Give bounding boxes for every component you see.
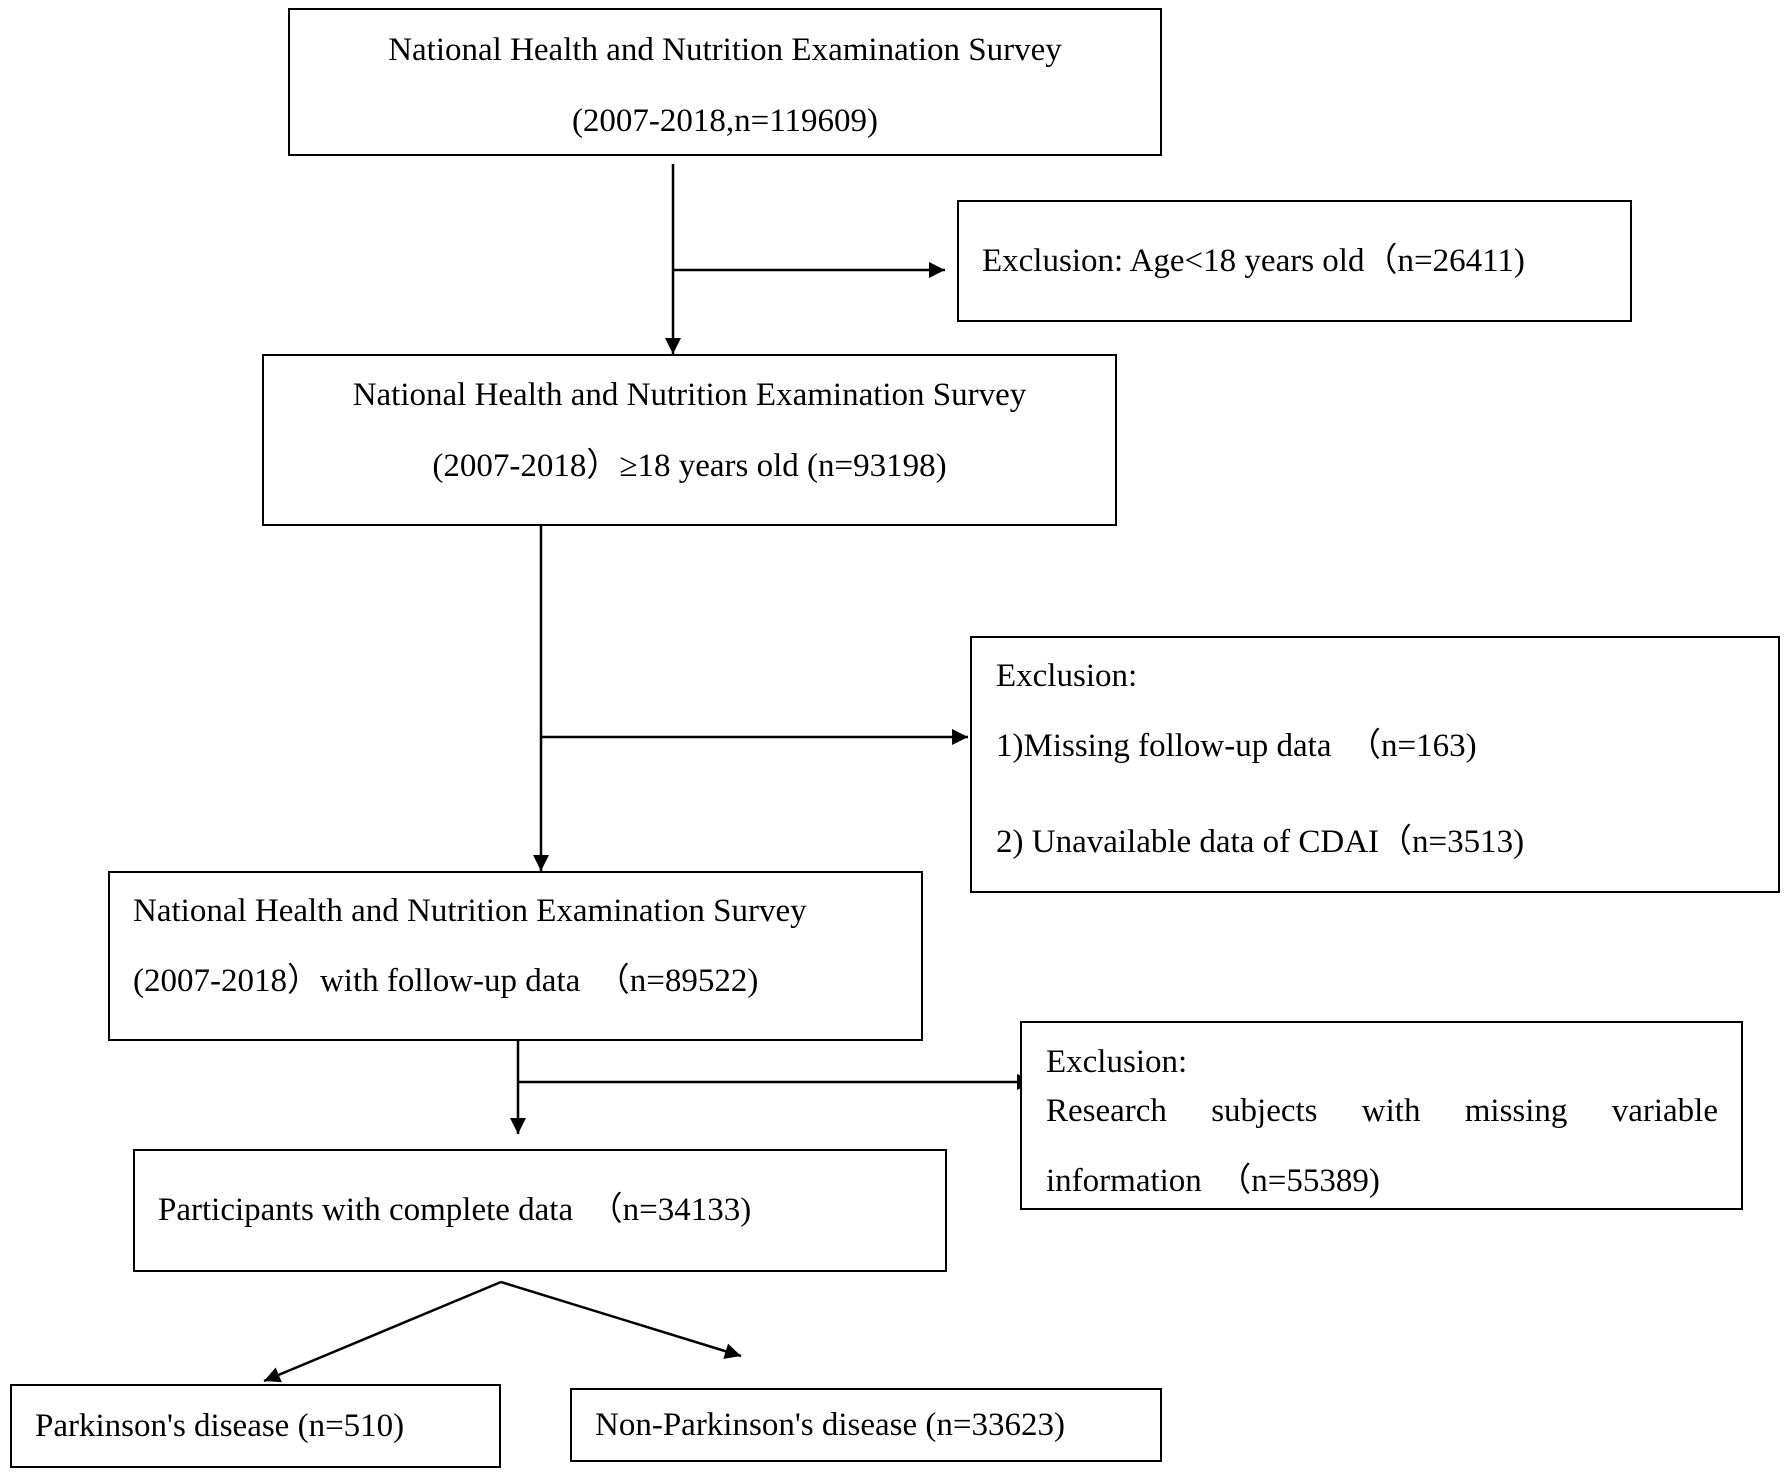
box-total-line2: (2007-2018,n=119609) xyxy=(571,103,879,139)
box-followup-survey: National Health and Nutrition Examinatio… xyxy=(108,871,923,1041)
missing-word-3: with xyxy=(1361,1093,1421,1129)
box-adults-line2: (2007-2018）≥18 years old (n=93198) xyxy=(432,448,947,484)
box-non-parkinsons: Non-Parkinson's disease (n=33623) xyxy=(570,1388,1162,1462)
box-parkinsons: Parkinson's disease (n=510) xyxy=(10,1384,501,1468)
box-complete-data: Participants with complete data （n=34133… xyxy=(133,1149,947,1272)
box-non-parkinsons-line1: Non-Parkinson's disease (n=33623) xyxy=(595,1407,1065,1443)
arrow-to-non-parkinsons xyxy=(500,1280,742,1359)
box-exclusion-missing-line2: information （n=55389) xyxy=(1046,1163,1380,1199)
box-exclusion-missing-line1: Research subjects with missing variable xyxy=(1046,1095,1718,1128)
box-exclusion-followup-item2: 2) Unavailable data of CDAI（n=3513) xyxy=(996,824,1525,860)
box-adults-survey: National Health and Nutrition Examinatio… xyxy=(262,354,1117,526)
box-adults-line1: National Health and Nutrition Examinatio… xyxy=(352,377,1027,413)
missing-word-2: subjects xyxy=(1211,1093,1318,1129)
box-exclusion-followup-item1: 1)Missing follow-up data （n=163) xyxy=(996,728,1477,764)
arrow-to-parkinsons xyxy=(263,1280,502,1383)
box-exclusion-age: Exclusion: Age<18 years old（n=26411) xyxy=(957,200,1632,322)
box-total-line1: National Health and Nutrition Examinatio… xyxy=(388,32,1062,68)
box-complete-line1: Participants with complete data （n=34133… xyxy=(158,1192,752,1228)
box-parkinsons-line1: Parkinson's disease (n=510) xyxy=(35,1408,405,1444)
missing-word-4: missing xyxy=(1464,1093,1568,1129)
box-exclusion-missing-title: Exclusion: xyxy=(1046,1044,1188,1080)
box-exclusion-followup: Exclusion: 1)Missing follow-up data （n=1… xyxy=(970,636,1780,893)
missing-word-1: Research xyxy=(1046,1093,1167,1129)
missing-word-5: variable xyxy=(1611,1093,1718,1129)
box-exclusion-age-line1: Exclusion: Age<18 years old（n=26411) xyxy=(982,243,1525,279)
box-exclusion-followup-title: Exclusion: xyxy=(996,658,1138,694)
box-exclusion-missing: Exclusion: Research subjects with missin… xyxy=(1020,1021,1743,1210)
box-total-survey: National Health and Nutrition Examinatio… xyxy=(288,8,1162,156)
box-followup-line1: National Health and Nutrition Examinatio… xyxy=(133,893,807,929)
box-followup-line2: (2007-2018）with follow-up data （n=89522) xyxy=(133,963,759,999)
